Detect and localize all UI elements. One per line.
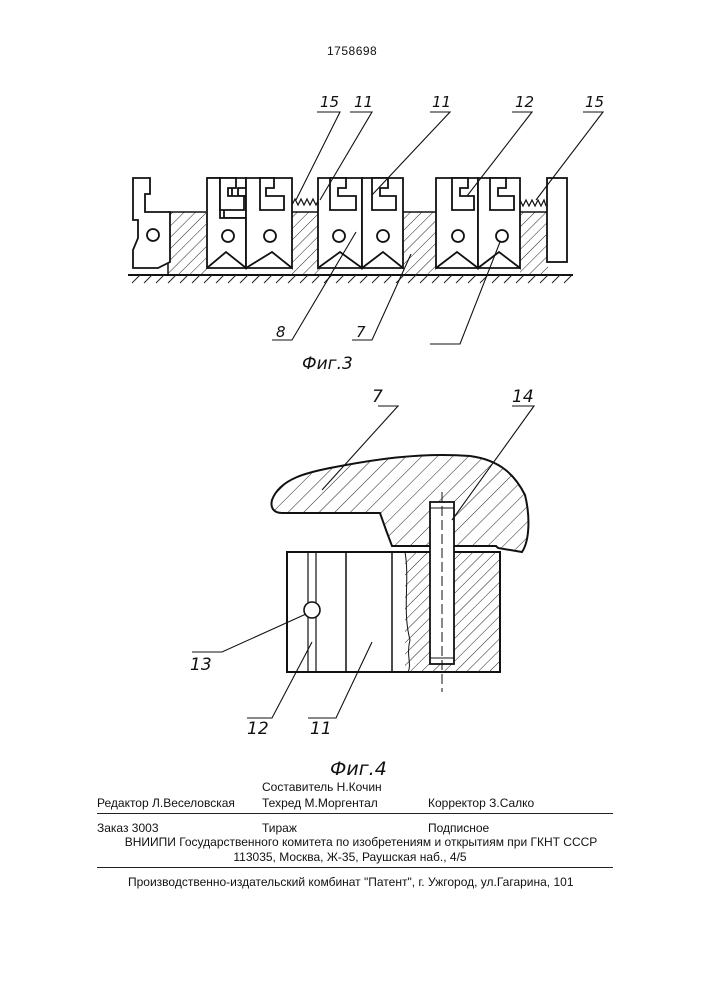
fig3-label-15-left: 15 — [320, 93, 339, 111]
fig4-label-12: 12 — [247, 719, 269, 739]
fig3-label-11-left: 11 — [354, 93, 373, 111]
fig4-label-14: 14 — [512, 387, 534, 407]
spring-15-right — [520, 200, 546, 206]
imprint-order: Заказ 3003 — [97, 821, 159, 835]
figure-3-caption: Фиг.3 — [302, 354, 353, 374]
clamp-pair-3 — [436, 178, 520, 268]
imprint-address: 113035, Москва, Ж-35, Раушская наб., 4/5 — [200, 850, 500, 864]
fig3-label-7: 7 — [356, 323, 366, 341]
imprint-circulation: Тираж — [262, 821, 297, 835]
imprint-divider-1 — [97, 813, 613, 814]
imprint-subscription: Подписное — [428, 821, 489, 835]
imprint-techred: Техред М.Моргентал — [262, 796, 378, 810]
part-7-body — [271, 455, 528, 552]
imprint-compiler: Составитель Н.Кочин — [262, 780, 382, 794]
figure-4-caption: Фиг.4 — [330, 758, 387, 780]
fig3-label-11-right: 11 — [432, 93, 451, 111]
clamp-pair-1 — [207, 178, 292, 268]
clamp-pair-2 — [318, 178, 403, 268]
fig4-label-11: 11 — [310, 719, 332, 739]
fig3-label-8: 8 — [276, 323, 286, 341]
fig4-label-13: 13 — [190, 655, 212, 675]
hole-13 — [304, 602, 320, 618]
figure-3-drawing: 15 11 11 12 15 8 7 Фиг.3 — [0, 0, 707, 390]
fig3-label-15-right: 15 — [585, 93, 604, 111]
imprint-publisher: Производственно-издательский комбинат "П… — [128, 875, 574, 889]
figure-4-drawing: 7 14 13 12 11 Фиг.4 — [0, 380, 707, 780]
imprint-divider-2 — [97, 867, 613, 868]
fig4-label-7: 7 — [372, 387, 383, 407]
imprint-editor: Редактор Л.Веселовская — [97, 796, 235, 810]
clamp-right-partial — [547, 178, 567, 262]
clamp-left-partial — [133, 178, 170, 268]
fig3-label-12: 12 — [515, 93, 534, 111]
pin-14 — [430, 492, 454, 692]
imprint-corrector: Корректор З.Салко — [428, 796, 534, 810]
imprint-institute: ВНИИПИ Государственного комитета по изоб… — [118, 835, 604, 849]
